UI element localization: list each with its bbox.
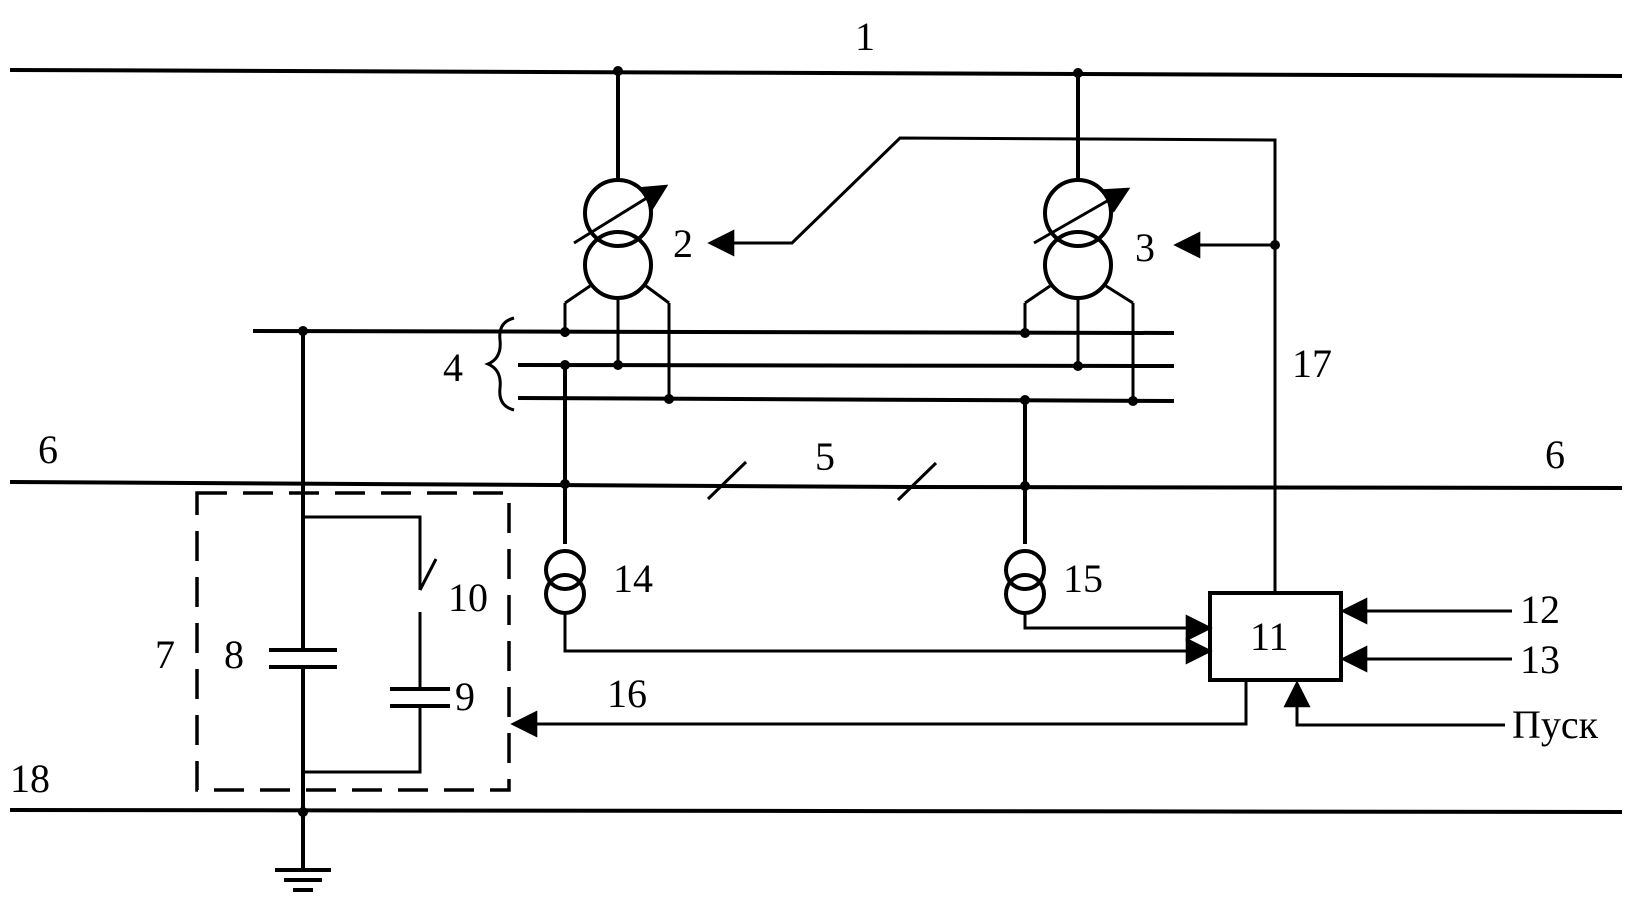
label-switch-10: 10 — [448, 575, 488, 620]
label-line-6-right: 6 — [1545, 432, 1565, 477]
label-capacitor-9: 9 — [455, 674, 475, 719]
current-transformer-14 — [544, 549, 1213, 665]
label-regulator-3: 3 — [1135, 225, 1155, 270]
label-current-transformer-14: 14 — [613, 556, 653, 601]
regulating-transformer-2 — [563, 69, 671, 399]
label-capacitor-8: 8 — [224, 632, 244, 677]
label-line-6-left: 6 — [38, 427, 58, 472]
bus-group-4-brace — [484, 316, 515, 412]
current-transformer-15 — [1004, 549, 1213, 642]
start-input-arrow — [1283, 680, 1505, 727]
label-bus-1: 1 — [855, 14, 875, 59]
label-bus-group-4: 4 — [443, 345, 463, 390]
ground-bus-18 — [9, 807, 1623, 815]
control-line-17 — [707, 136, 1280, 593]
capacitor-8 — [269, 329, 337, 814]
label-filter-block-7: 7 — [155, 632, 175, 677]
line-6-mid-segment — [717, 483, 913, 490]
line-5-break-right — [896, 461, 938, 502]
label-control-unit-11: 11 — [1250, 614, 1289, 659]
bus-1-line — [9, 67, 1623, 79]
capacitor-9 — [303, 687, 450, 774]
label-control-line-17: 17 — [1292, 341, 1332, 386]
filter-block-7 — [195, 491, 511, 792]
label-ground-bus-18: 18 — [10, 756, 50, 801]
bus-group-4 — [252, 326, 1175, 406]
line-5-break-left — [706, 460, 748, 501]
line-6-left-segment — [9, 479, 723, 489]
label-regulator-2: 2 — [673, 221, 693, 266]
line-6-right-segment — [907, 484, 1623, 491]
ground-icon — [275, 810, 331, 892]
label-input-13: 13 — [1520, 637, 1560, 682]
switch-10-branch — [303, 515, 438, 689]
label-current-transformer-15: 15 — [1063, 556, 1103, 601]
label-input-12: 12 — [1520, 587, 1560, 632]
control-line-16 — [510, 680, 1248, 738]
label-line-5: 5 — [815, 434, 835, 479]
label-start-input: Пуск — [1512, 702, 1599, 747]
regulating-transformer-3 — [1023, 71, 1135, 401]
label-control-line-16: 16 — [607, 671, 647, 716]
